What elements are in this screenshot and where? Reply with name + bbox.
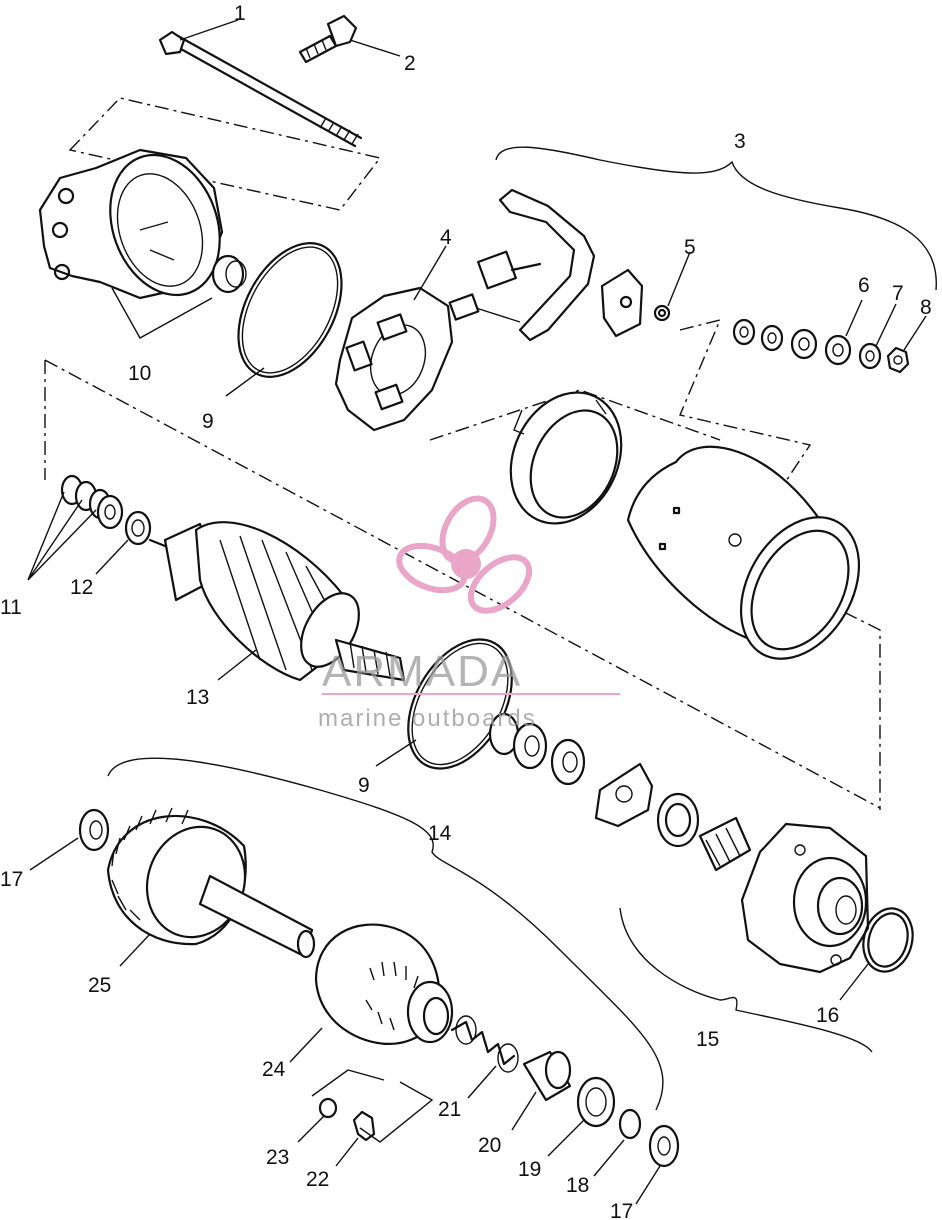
callout-19: 19 (518, 1158, 541, 1181)
brace-15 (619, 907, 873, 1053)
shim-washers (60, 474, 152, 546)
callout-11: 11 (0, 596, 22, 619)
brace-14 (107, 757, 664, 1111)
callout-1: 1 (234, 2, 246, 25)
callout-9-upper: 9 (202, 410, 214, 433)
callout-13: 13 (186, 686, 209, 709)
pin (352, 1110, 376, 1142)
leader-lines (29, 19, 927, 1205)
small-washer (318, 1097, 338, 1119)
callout-22: 22 (306, 1168, 329, 1191)
washer-5 (653, 304, 671, 322)
planetary-gear-shaft (106, 807, 316, 959)
callout-15: 15 (696, 1028, 719, 1051)
armada-watermark: ARMADA marine outboards (318, 495, 620, 732)
bearings (656, 792, 752, 872)
snap-ring (618, 1108, 642, 1140)
callout-8: 8 (920, 296, 932, 319)
thrust-washer-upper (78, 808, 110, 852)
callout-2: 2 (404, 52, 416, 75)
rear-housing (740, 822, 870, 974)
callout-6: 6 (858, 274, 870, 297)
callout-17-upper: 17 (0, 868, 23, 891)
assembly-line-4 (679, 318, 812, 521)
callout-12: 12 (70, 576, 93, 599)
callout-20: 20 (478, 1134, 501, 1157)
callout-23: 23 (266, 1146, 289, 1169)
propeller-logo-icon (396, 495, 533, 614)
assembly-line-5 (819, 599, 881, 810)
callout-3: 3 (734, 130, 746, 153)
callout-9-lower: 9 (358, 774, 370, 797)
callout-14: 14 (428, 822, 452, 845)
seal-ring (862, 907, 914, 973)
callout-25: 25 (88, 974, 111, 997)
bearing-ring (576, 1076, 616, 1128)
brush-terminal-set (448, 188, 644, 342)
callout-16: 16 (816, 1004, 839, 1027)
front-housing (38, 148, 247, 300)
assembly-line-1 (68, 97, 382, 211)
watermark-tagline: marine outboards (318, 705, 537, 732)
callout-5: 5 (684, 236, 696, 259)
thrust-washer-lower (648, 1124, 680, 1168)
armature (148, 521, 406, 682)
callout-17-lower: 17 (610, 1200, 633, 1220)
callout-7: 7 (892, 282, 904, 305)
callout-18: 18 (566, 1174, 589, 1197)
leader-21 (311, 1069, 434, 1143)
callout-24: 24 (262, 1058, 286, 1081)
washer-stack-6-8 (732, 318, 910, 374)
clutch-gear (314, 923, 454, 1045)
callout-21: 21 (438, 1098, 461, 1121)
through-bolt (158, 30, 363, 148)
leader-10 (111, 287, 213, 339)
leader-11 (27, 491, 97, 581)
screw (298, 14, 358, 64)
watermark-brand: ARMADA (322, 647, 522, 696)
lock-plate (594, 762, 654, 828)
brush-holder-plate (334, 286, 454, 432)
yoke-housing (626, 445, 861, 660)
assembly-line-2 (44, 359, 881, 809)
callout-4: 4 (440, 226, 452, 249)
spring (450, 1015, 519, 1073)
center-washers (488, 712, 586, 786)
end-ring (509, 391, 623, 525)
brace-3 (495, 146, 937, 291)
callout-10: 10 (128, 362, 151, 385)
